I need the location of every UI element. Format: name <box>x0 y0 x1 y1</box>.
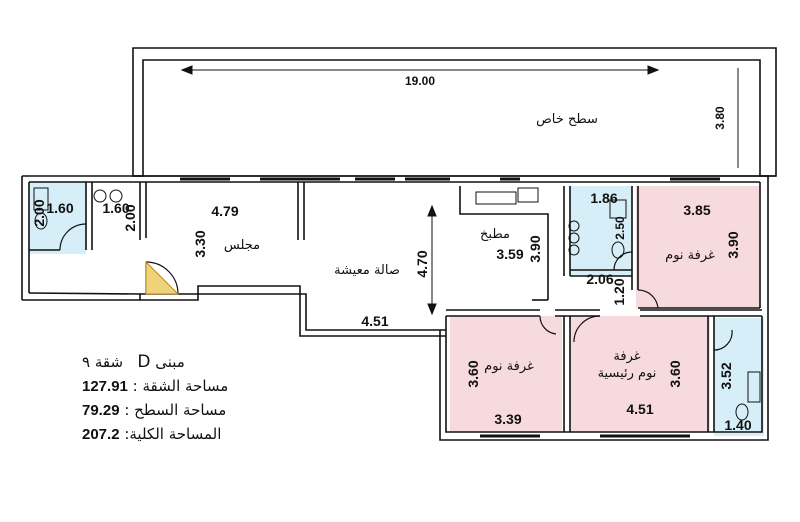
bath-top-depth-dim: 2.50 <box>613 216 627 240</box>
stair-hatch <box>145 260 180 295</box>
roof-area-label: مساحة السطح : <box>124 401 227 419</box>
total-area-value: 207.2 <box>82 426 120 443</box>
lobby-depth-dim: 1.20 <box>611 278 627 305</box>
master-bedroom-label-1: غرفة <box>613 349 640 364</box>
roof-label: سطح خاص <box>536 112 598 127</box>
kitchen-label: مطبخ <box>480 227 510 242</box>
bed-bottom-width-dim: 3.39 <box>494 411 521 427</box>
living-depth-dim: 4.70 <box>414 250 430 277</box>
info-block: مبنى D شقة ٩ مساحة الشقة : 127.91 مساحة … <box>82 350 267 446</box>
master-bedroom-label-2: نوم رئيسية <box>598 366 657 381</box>
kitchen-width-dim: 3.59 <box>496 246 523 262</box>
corridor-depth-dim: 2.00 <box>122 204 138 231</box>
master-width-dim: 4.51 <box>626 401 653 417</box>
bath-top-fill <box>570 186 632 276</box>
unit-value: ٩ <box>82 353 91 371</box>
dimension-lines <box>180 65 739 316</box>
window-marks <box>180 177 720 438</box>
bedroom-bottom-label: غرفة نوم <box>484 359 534 374</box>
doors <box>59 223 733 351</box>
bed-right-depth-dim: 3.90 <box>725 231 741 258</box>
roof-area-line: مساحة السطح : 79.29 <box>82 398 267 422</box>
master-bedroom-fill <box>570 316 710 432</box>
wc2-width-dim: 1.60 <box>102 200 129 216</box>
bath-left-fill <box>29 182 86 254</box>
bath-top-width-dim: 1.86 <box>590 190 617 206</box>
apartment-area-label: مساحة الشقة : <box>132 377 229 395</box>
wc-left-depth-dim: 2.00 <box>31 199 47 226</box>
bed-right-width-dim: 3.85 <box>683 202 710 218</box>
majlis-label: مجلس <box>224 238 260 253</box>
unit-line: مبنى D شقة ٩ <box>82 350 267 374</box>
apartment-area-line: مساحة الشقة : 127.91 <box>82 374 267 398</box>
total-area-label: المساحة الكلية: <box>124 425 222 443</box>
walls <box>21 175 769 441</box>
bath-bottom-width-dim: 1.40 <box>724 417 751 433</box>
lobby-width-dim: 2.06 <box>586 271 613 287</box>
bath-bottom-depth-dim: 3.52 <box>718 362 734 389</box>
unit-label: شقة <box>94 353 124 371</box>
building-label: مبنى <box>155 353 185 371</box>
apartment-area-value: 127.91 <box>82 378 128 395</box>
total-area-line: المساحة الكلية: 207.2 <box>82 422 267 446</box>
bedroom-right-fill <box>636 186 760 308</box>
majlis-depth-dim: 3.30 <box>192 230 208 257</box>
wc-left-width-dim: 1.60 <box>46 200 73 216</box>
roof-area-value: 79.29 <box>82 402 120 419</box>
bed-bottom-depth-dim: 3.60 <box>465 360 481 387</box>
majlis-width-dim: 4.79 <box>211 203 238 219</box>
living-width-dim: 4.51 <box>361 313 388 329</box>
roof-length-dim: 19.00 <box>405 74 435 88</box>
kitchen-depth-dim: 3.90 <box>527 235 543 262</box>
master-depth-dim: 3.60 <box>667 360 683 387</box>
bedroom-bottom-fill <box>450 316 562 432</box>
fixtures <box>33 187 761 421</box>
living-room-label: صالة معيشة <box>334 263 400 278</box>
bath-bottom-fill <box>714 318 764 436</box>
building-value: D <box>137 352 151 372</box>
roof-depth-dim: 3.80 <box>713 106 727 130</box>
bedroom-right-label: غرفة نوم <box>665 248 715 263</box>
roof-outline <box>132 47 777 177</box>
